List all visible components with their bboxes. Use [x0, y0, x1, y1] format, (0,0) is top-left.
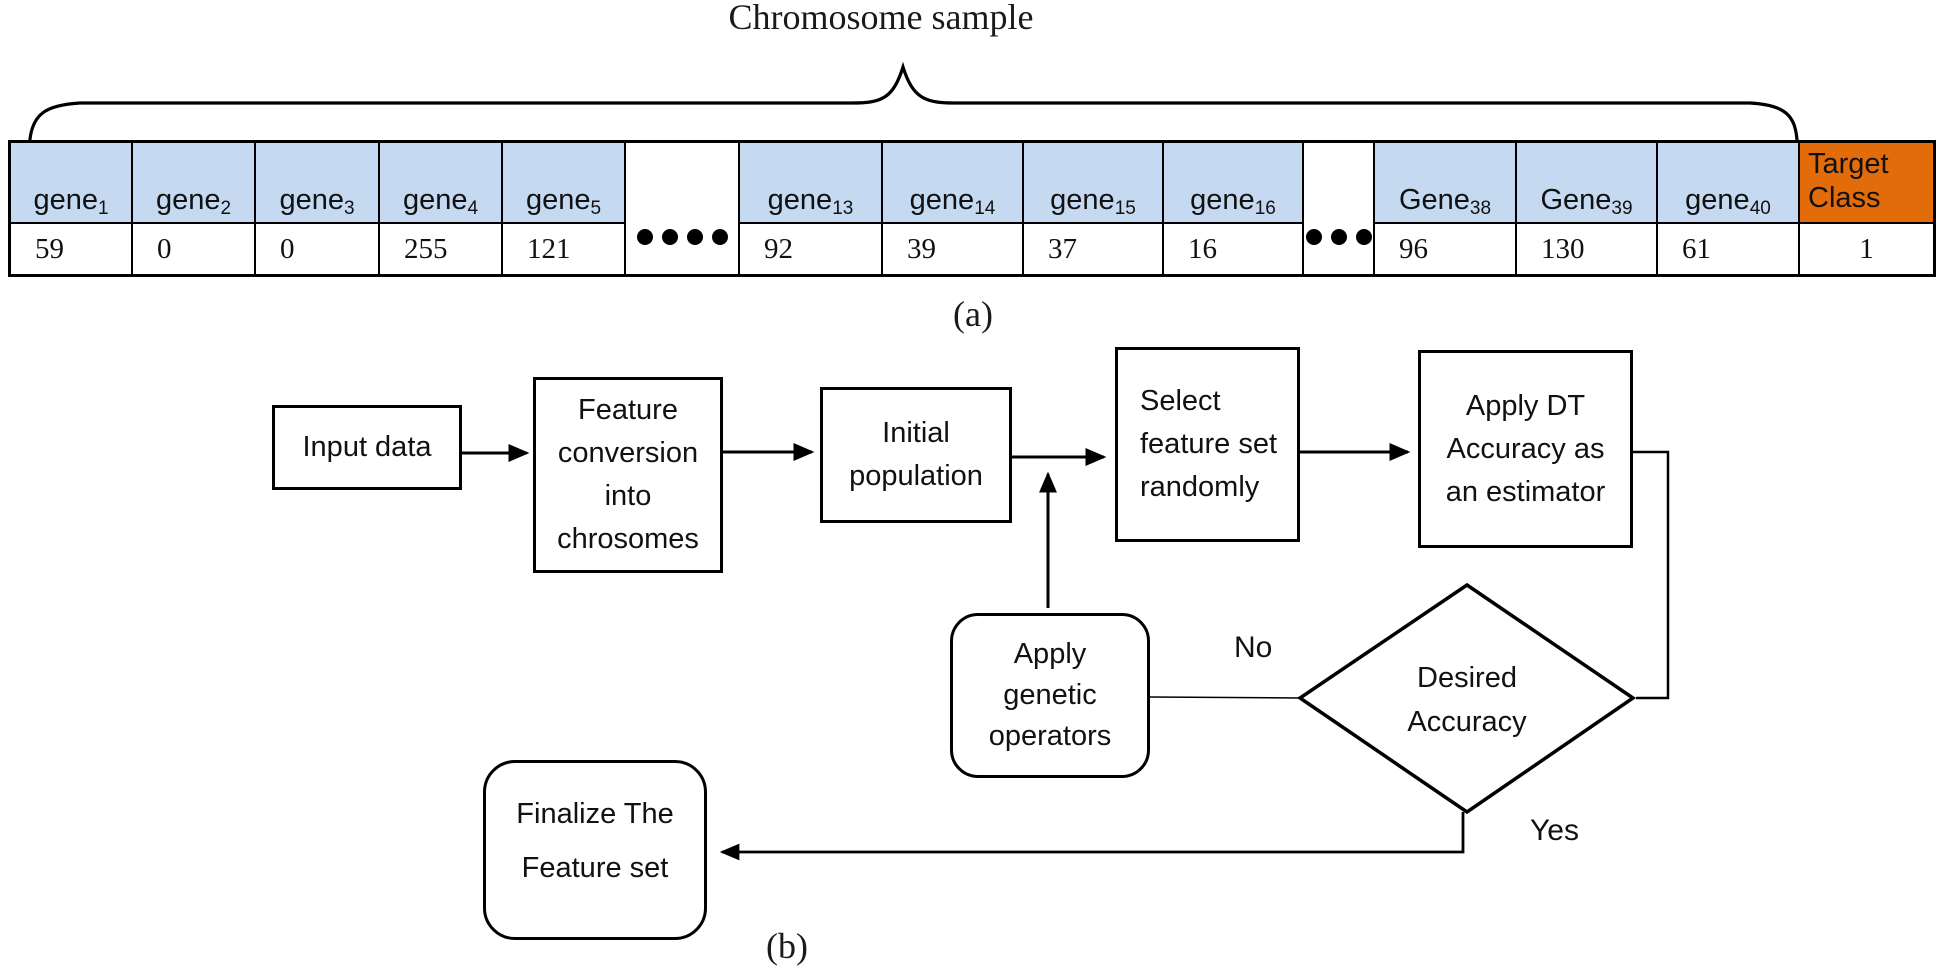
arrow-yes-to-finalize: [719, 812, 1465, 861]
gene-header: gene1: [11, 143, 131, 224]
node-text-line: into: [604, 480, 652, 512]
gene-value: 61: [1682, 232, 1711, 265]
node-text-line: genetic: [1003, 679, 1097, 711]
column-gene4: gene4 255: [380, 143, 503, 274]
gene-header: gene16: [1164, 143, 1302, 224]
gene-value: 59: [35, 232, 64, 265]
node-text-line: operators: [988, 720, 1112, 752]
dot-icon: [1355, 229, 1372, 245]
node-text-line: chrosomes: [557, 523, 699, 555]
node-text-line: Feature set: [521, 852, 669, 884]
line-diamond-to-genetic: [1149, 696, 1301, 699]
chromosome-table: gene1 59 gene2 0 gene3 0 gene4 255 gene5 121 gene1…: [8, 140, 1936, 277]
flow-node-select-feature-set: Select feature set randomly: [1115, 347, 1300, 542]
ellipsis-dots: [1304, 229, 1373, 245]
ellipsis-column: [1304, 143, 1375, 274]
gene-value: 255: [404, 232, 448, 265]
node-text-line: population: [849, 460, 983, 492]
node-text-line: Accuracy as: [1446, 432, 1605, 465]
column-gene14: gene14 39: [883, 143, 1024, 274]
column-gene40: gene40 61: [1658, 143, 1800, 274]
gene-header: Gene39: [1517, 143, 1656, 224]
flow-node-feature-conversion: Feature conversion into chrosomes: [533, 377, 723, 573]
node-text-line: Desired: [1417, 662, 1517, 694]
line-applydt-to-diamond: [1633, 450, 1670, 700]
gene-header: gene2: [133, 143, 254, 224]
gene-value: 0: [280, 232, 295, 265]
column-gene16: gene16 16: [1164, 143, 1304, 274]
flow-node-apply-genetic-operators: Apply genetic operators: [950, 613, 1150, 778]
dot-icon: [711, 229, 728, 245]
dot-icon: [686, 229, 703, 245]
dot-icon: [661, 229, 678, 245]
flow-node-initial-population: Initial population: [820, 387, 1012, 523]
column-gene1: gene1 59: [11, 143, 133, 274]
target-class-value: 1: [1859, 232, 1874, 265]
dot-icon: [636, 229, 653, 245]
gene-value: 37: [1048, 232, 1077, 265]
column-gene38: Gene38 96: [1375, 143, 1517, 274]
gene-header: gene40: [1658, 143, 1798, 224]
gene-value: 0: [157, 232, 172, 265]
ellipsis-dots: [626, 229, 738, 245]
gene-header: Gene38: [1375, 143, 1515, 224]
node-text-line: Initial: [882, 417, 950, 449]
dot-icon: [1330, 229, 1347, 245]
column-gene15: gene15 37: [1024, 143, 1164, 274]
gene-header: gene3: [256, 143, 378, 224]
panel-a-label: (a): [953, 294, 993, 334]
gene-value: 92: [764, 232, 793, 265]
node-text-line: feature set: [1140, 428, 1278, 460]
gene-value: 16: [1188, 232, 1217, 265]
node-text-line: Accuracy: [1407, 706, 1527, 738]
brace-chromosome-span: [28, 61, 1799, 142]
node-text-line: Input data: [302, 431, 432, 463]
edge-label-yes: Yes: [1530, 814, 1579, 847]
column-gene13: gene13 92: [740, 143, 883, 274]
flow-node-finalize-feature-set: Finalize The Feature set: [483, 760, 707, 940]
node-text-line: Apply DT: [1465, 389, 1586, 422]
flow-node-desired-accuracy-label: Desired Accuracy: [1352, 656, 1582, 744]
gene-header: gene5: [503, 143, 624, 224]
column-gene39: Gene39 130: [1517, 143, 1658, 274]
chromosome-sample-title: Chromosome sample: [728, 0, 1034, 37]
gene-value: 121: [527, 232, 571, 265]
gene-header: gene15: [1024, 143, 1162, 224]
node-text-line: Feature: [578, 394, 678, 426]
flow-node-apply-dt-accuracy: Apply DT Accuracy as an estimator: [1418, 350, 1633, 548]
dot-icon: [1305, 229, 1322, 245]
panel-b-label: (b): [766, 926, 808, 966]
ellipsis-column: [626, 143, 740, 274]
node-text-line: randomly: [1140, 471, 1260, 503]
node-text-line: Select: [1140, 385, 1221, 417]
node-text-line: conversion: [557, 437, 699, 469]
column-gene2: gene2 0: [133, 143, 256, 274]
gene-value: 130: [1541, 232, 1585, 265]
gene-value: 39: [907, 232, 936, 265]
column-gene5: gene5 121: [503, 143, 626, 274]
node-text-line: Apply: [1013, 638, 1087, 670]
column-gene3: gene3 0: [256, 143, 380, 274]
flow-node-input-data: Input data: [272, 405, 462, 490]
node-text-line: an estimator: [1445, 475, 1606, 508]
gene-header: gene14: [883, 143, 1022, 224]
gene-header: gene13: [740, 143, 881, 224]
gene-value: 96: [1399, 232, 1428, 265]
gene-header: gene4: [380, 143, 501, 224]
edge-label-no: No: [1234, 631, 1273, 664]
node-text-line: Finalize The: [516, 798, 674, 830]
